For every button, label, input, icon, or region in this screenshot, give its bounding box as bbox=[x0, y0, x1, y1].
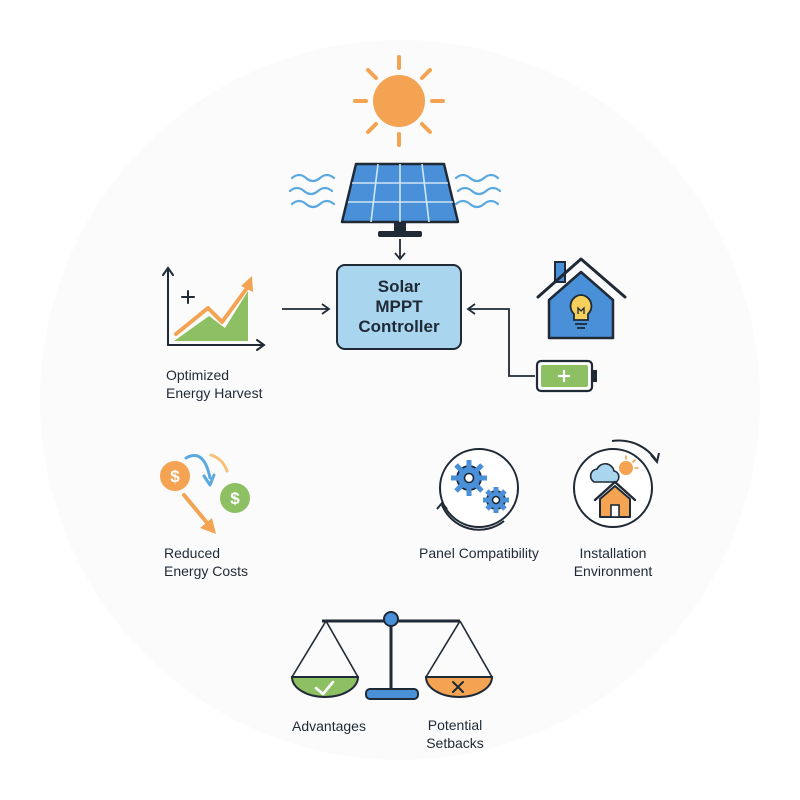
growth-chart-icon bbox=[162, 266, 266, 351]
label-install-line1: Installation bbox=[579, 545, 647, 561]
label-panel-compatibility: Panel Compatibility bbox=[419, 544, 539, 562]
controller-title-line2: MPPT bbox=[375, 297, 423, 316]
house-lightbulb-icon bbox=[536, 257, 627, 340]
money-savings-icon: $ $ bbox=[160, 453, 250, 534]
solar-panel-icon bbox=[340, 162, 460, 237]
label-harvest-line1: Optimized bbox=[166, 367, 230, 383]
heat-waves-left-icon bbox=[288, 173, 336, 209]
heat-waves-right-icon bbox=[454, 173, 502, 209]
sun-icon bbox=[353, 55, 445, 147]
battery-icon bbox=[535, 359, 597, 393]
label-setbacks-line1: Potential bbox=[427, 717, 483, 733]
label-advantages: Advantages bbox=[292, 717, 366, 735]
label-installation-environment: Installation Environment bbox=[562, 544, 664, 580]
label-optimized-energy-harvest: Optimized Energy Harvest bbox=[166, 366, 262, 402]
label-reduced-energy-costs: Reduced Energy Costs bbox=[164, 544, 248, 580]
arrow-battery-to-controller bbox=[466, 303, 535, 377]
label-potential-setbacks: Potential Setbacks bbox=[416, 716, 494, 752]
label-setbacks-line2: Setbacks bbox=[426, 735, 484, 751]
label-panel-line1: Panel Compatibility bbox=[419, 545, 539, 561]
weather-house-icon bbox=[573, 439, 660, 528]
controller-title-line3: Controller bbox=[358, 317, 440, 336]
label-costs-line1: Reduced bbox=[164, 545, 221, 561]
arrow-panel-to-controller bbox=[394, 239, 406, 261]
label-advantages-line1: Advantages bbox=[292, 718, 366, 734]
mppt-controller-box: Solar MPPT Controller bbox=[336, 264, 462, 350]
balance-scale-icon bbox=[290, 611, 494, 700]
controller-title-line1: Solar bbox=[377, 277, 421, 296]
background-circle bbox=[40, 40, 760, 760]
label-costs-line2: Energy Costs bbox=[164, 563, 249, 579]
arrow-harvest-to-controller bbox=[282, 303, 331, 315]
label-harvest-line2: Energy Harvest bbox=[166, 385, 263, 401]
svg-text:$: $ bbox=[230, 489, 240, 508]
svg-text:$: $ bbox=[170, 467, 180, 486]
label-install-line2: Environment bbox=[573, 563, 653, 579]
gears-icon bbox=[436, 448, 519, 531]
